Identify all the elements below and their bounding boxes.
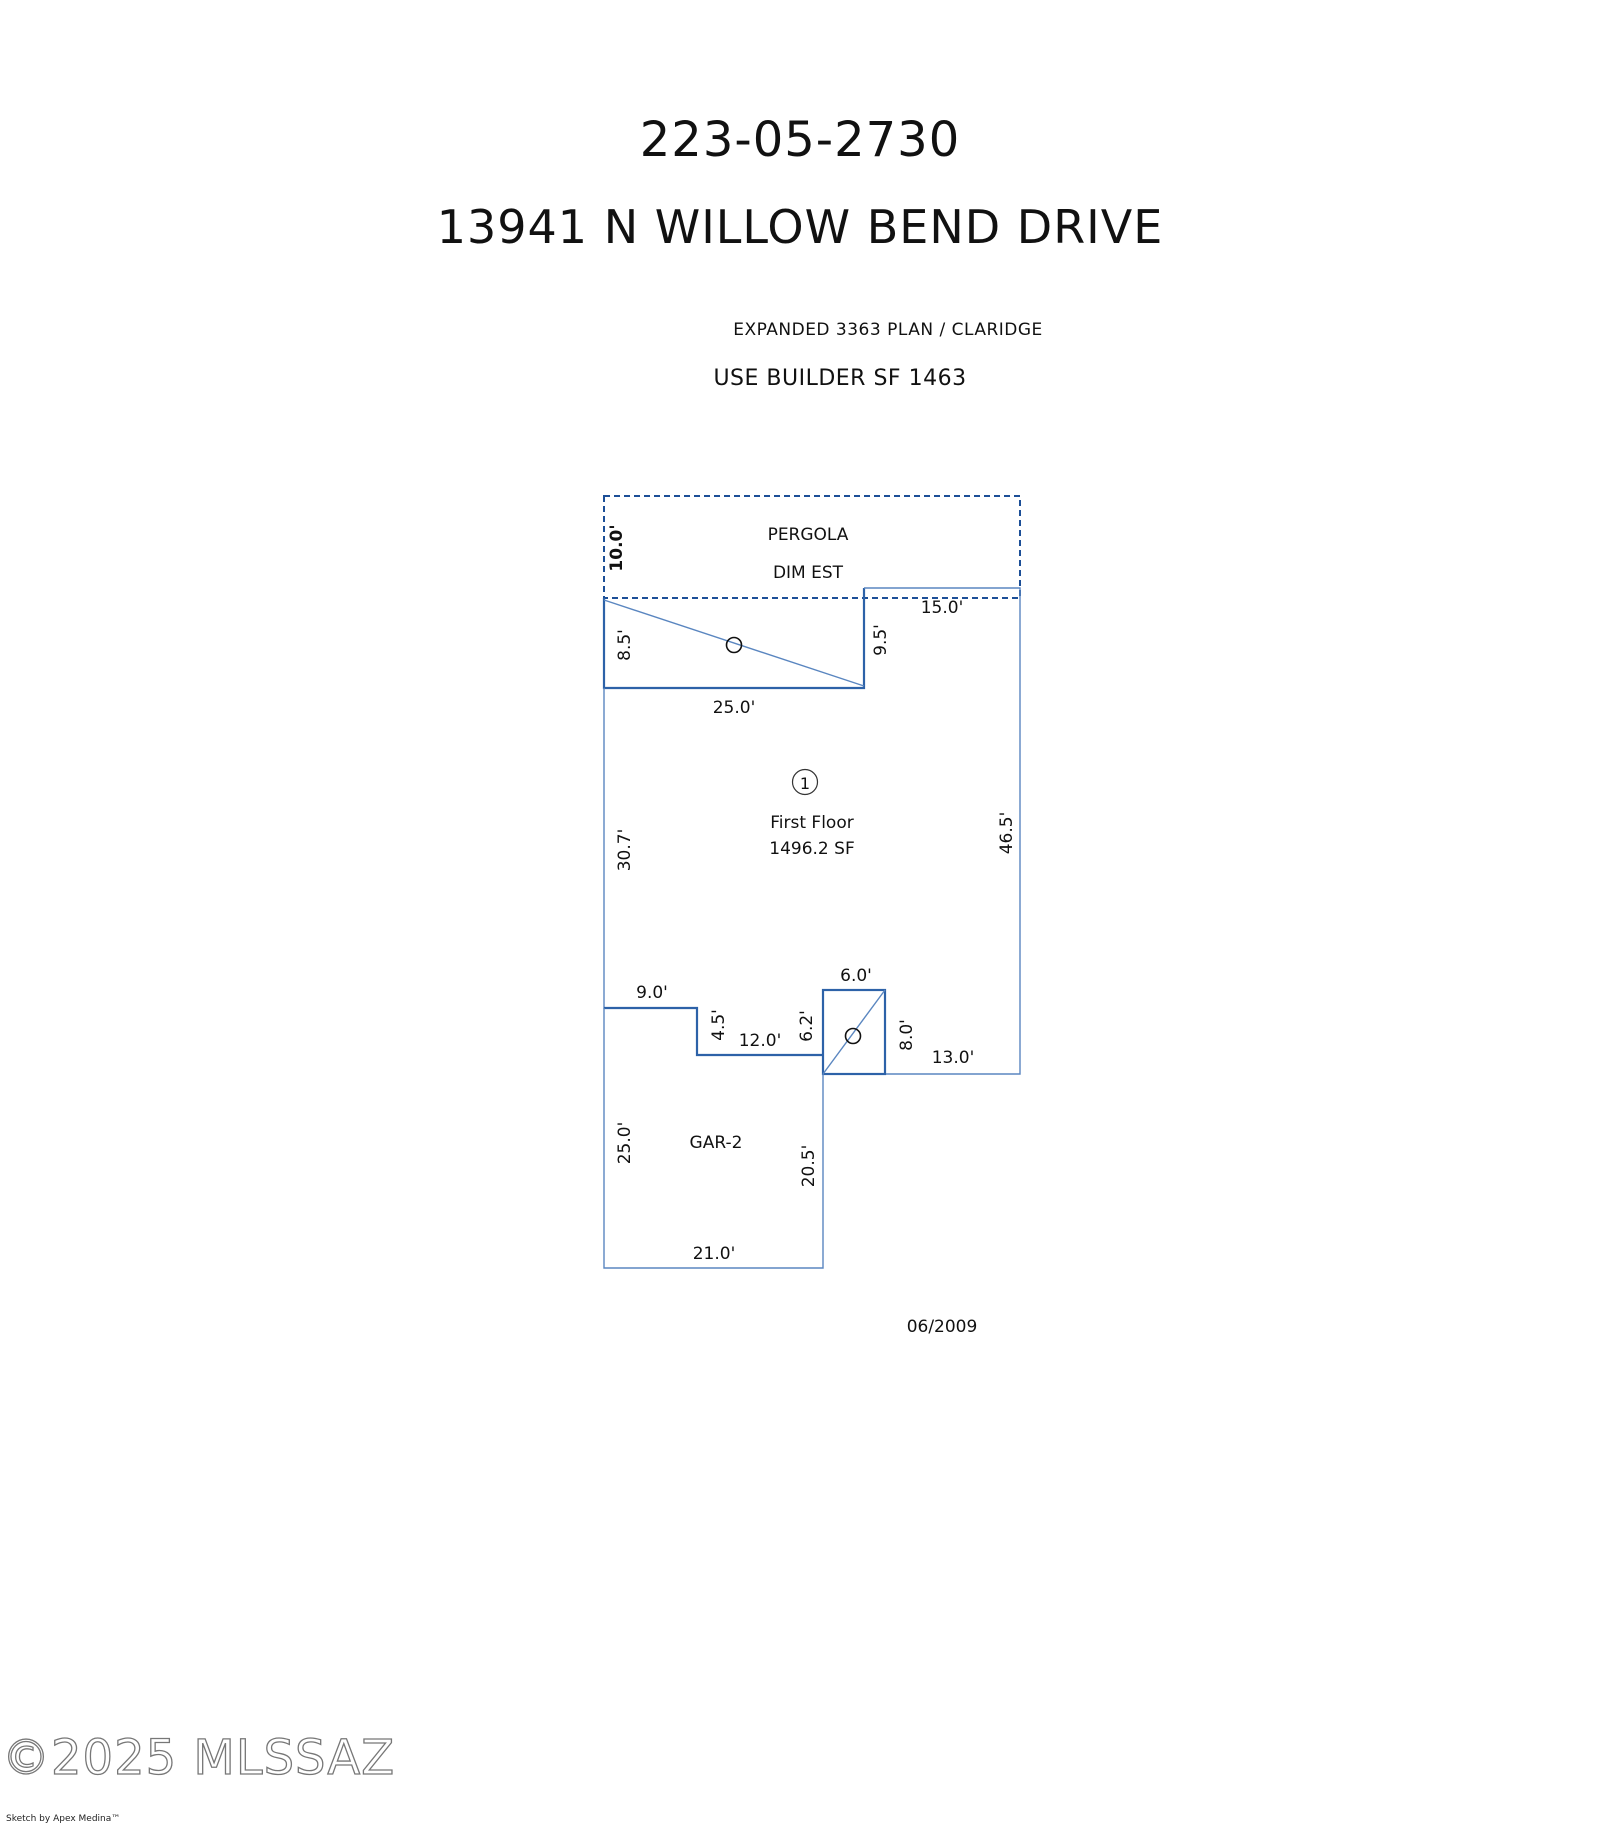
garage-right-dim: 20.5' (799, 1145, 819, 1188)
pergola-depth: 10.0' (607, 524, 627, 571)
pergola-note: DIM EST (773, 563, 844, 583)
bottom-right-dim: 13.0' (932, 1048, 975, 1068)
garage-bottom-dim: 21.0' (693, 1244, 736, 1264)
pergola-outline (603, 495, 1021, 599)
top-right-width: 15.0' (921, 598, 964, 618)
first-floor-area: 1496.2 SF (769, 839, 854, 859)
sketch-date: 06/2009 (907, 1317, 978, 1337)
builder-square-footage: USE BUILDER SF 1463 (713, 366, 967, 391)
garage-label: GAR-2 (690, 1133, 743, 1153)
pergola-label: PERGOLA (768, 525, 849, 545)
small-room-outline (821, 988, 887, 1076)
plan-name: EXPANDED 3363 PLAN / CLARIDGE (733, 320, 1043, 340)
top-room-width: 25.0' (713, 698, 756, 718)
property-address: 13941 N WILLOW BEND DRIVE (436, 200, 1164, 254)
first-floor-label: First Floor (770, 813, 853, 833)
top-room-height: 8.5' (615, 629, 635, 661)
sketch-credit: Sketch by Apex Medina™ (6, 1814, 121, 1824)
main-right-dim: 46.5' (997, 812, 1017, 855)
top-room-outline (602, 588, 866, 690)
parcel-number: 223-05-2730 (639, 112, 961, 168)
top-room-diagonal (603, 599, 865, 687)
mls-watermark: ©2025 MLSSAZ (1, 1729, 396, 1786)
small-room-marker (844, 1027, 862, 1045)
garage-left-dim: 25.0' (615, 1122, 635, 1165)
notch-rise-dim: 6.2' (797, 1010, 817, 1042)
notch-drop-dim: 4.5' (709, 1009, 729, 1041)
room-number-badge (791, 768, 819, 796)
notch-top-dim: 9.0' (636, 983, 668, 1003)
small-room-width: 6.0' (840, 966, 872, 986)
first-floor-notch (604, 1006, 823, 1057)
main-left-dim: 30.7' (615, 829, 635, 872)
notch-run-dim: 12.0' (739, 1031, 782, 1051)
top-room-step: 9.5' (871, 624, 891, 656)
small-room-height: 8.0' (897, 1019, 917, 1051)
top-room-marker (725, 636, 743, 654)
small-room-diagonal (822, 989, 886, 1075)
room-number: 1 (800, 774, 810, 793)
garage-outline (603, 1008, 824, 1269)
